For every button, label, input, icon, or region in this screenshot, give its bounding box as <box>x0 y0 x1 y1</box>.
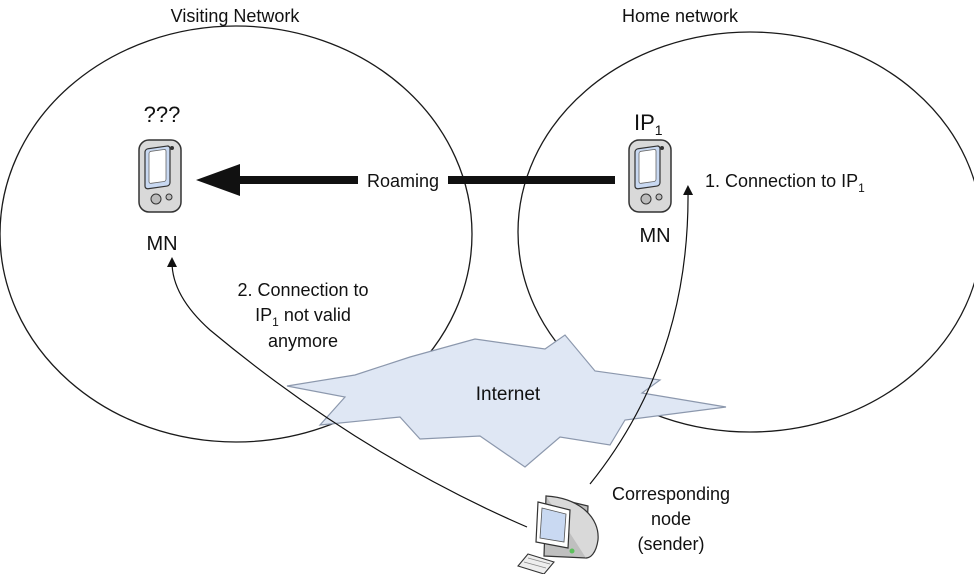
home-ip-label: IP1 <box>634 110 663 138</box>
connection-2-label: 2. Connection to IP1 not valid anymore <box>237 280 368 351</box>
unknown-address-label: ??? <box>144 102 181 127</box>
corresponding-node-label: Corresponding node (sender) <box>612 484 730 554</box>
mobile-device-icon <box>628 139 672 213</box>
corresponding-node-line3: (sender) <box>637 534 704 554</box>
mobile-device-icon <box>138 139 182 213</box>
connection-2-line <box>167 257 528 528</box>
corresponding-node-line2: node <box>651 509 691 529</box>
corresponding-node-line1: Corresponding <box>612 484 730 504</box>
internet-label: Internet <box>476 384 541 405</box>
desktop-computer-icon <box>517 495 599 574</box>
home-network-title: Home network <box>622 6 739 26</box>
connection-2-line1: 2. Connection to <box>237 280 368 300</box>
connection-2-line3: anymore <box>268 331 338 351</box>
home-network-ellipse <box>517 31 974 433</box>
visiting-mn-label: MN <box>146 233 177 255</box>
roaming-arrow <box>196 164 615 196</box>
connection-1-line <box>589 185 694 485</box>
visiting-network-title: Visiting Network <box>171 6 301 26</box>
connection-2-line2: IP1 not valid <box>255 305 351 329</box>
connection-1-label: 1. Connection to IP1 <box>705 171 865 195</box>
internet-cloud <box>286 334 727 468</box>
home-mn-label: MN <box>639 225 670 247</box>
roaming-label: Roaming <box>367 171 439 191</box>
visiting-network-ellipse <box>0 25 473 443</box>
